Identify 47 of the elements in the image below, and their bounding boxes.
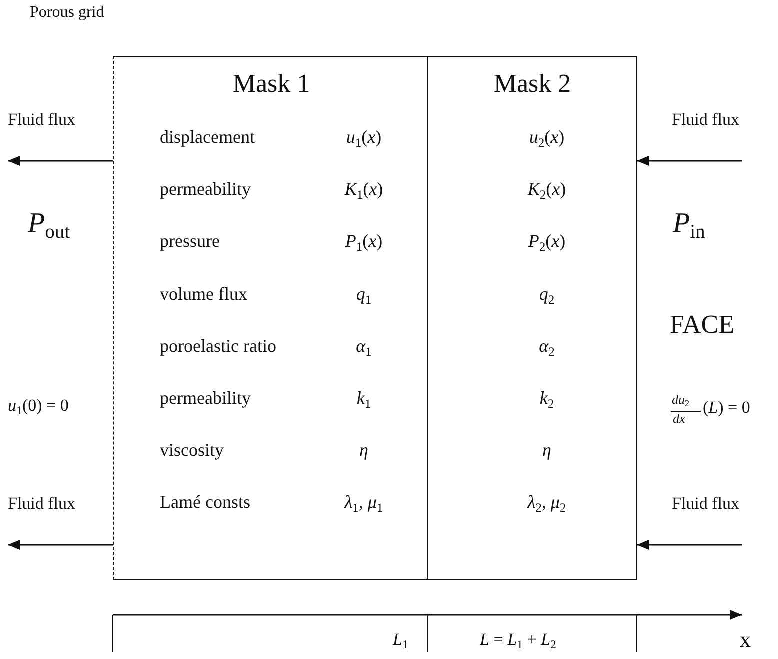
property-symbol: η <box>542 440 552 461</box>
flux-label: Fluid flux <box>672 494 740 514</box>
property-symbol: q$_{1}$ <box>356 284 372 304</box>
property-name: displacement <box>160 127 255 148</box>
boundary-condition: (L) = 0 <box>703 398 750 418</box>
face-label: FACE <box>670 310 735 340</box>
flux-label: Fluid flux <box>8 110 76 130</box>
fraction-denominator: dx <box>673 412 686 427</box>
property-symbol: K$_{1}$(x) <box>344 179 384 200</box>
axis-label: x <box>740 627 751 652</box>
property-name: pressure <box>160 231 220 252</box>
property-symbol: u$_{2}$(x) <box>529 127 565 148</box>
flux-arrow <box>637 156 742 166</box>
region-heading: Mask 2 <box>494 69 572 99</box>
property-name: Lamé consts <box>160 492 250 514</box>
fraction-numerator: du$_{2}$ <box>672 393 690 408</box>
region-heading: Mask 1 <box>232 69 310 99</box>
property-symbol: K$_{2}$(x) <box>528 179 566 200</box>
flux-label: Fluid flux <box>672 110 740 130</box>
mask-region <box>428 56 637 580</box>
property-name: poroelastic ratio <box>160 336 276 356</box>
property-symbol: η <box>360 440 368 461</box>
pressure-label: P$_{out}$ <box>28 208 70 240</box>
property-symbol: u$_{1}$(x) <box>346 127 382 148</box>
boundary-condition: u$_{1}$(0) = 0 <box>8 396 69 416</box>
property-symbol: k$_{1}$ <box>356 388 372 409</box>
length-label: L$_{1}$ <box>393 630 408 650</box>
flux-arrow <box>8 540 113 550</box>
flux-arrow <box>8 156 113 166</box>
pressure-label: P$_{in}$ <box>673 208 706 240</box>
property-name: viscosity <box>160 440 224 461</box>
property-name: permeability <box>160 179 251 200</box>
property-symbol: λ$_{2}$, μ$_{2}$ <box>528 492 566 514</box>
length-label: L = L$_{1}$ + L$_{2}$ <box>480 630 556 650</box>
flux-label: Fluid flux <box>8 494 76 514</box>
property-symbol: P$_{2}$(x) <box>528 231 566 252</box>
annotation: Porous grid <box>30 4 104 22</box>
flux-arrow <box>637 540 742 550</box>
property-symbol: P$_{1}$(x) <box>345 231 383 252</box>
mask-region <box>113 56 428 580</box>
property-symbol: α$_{1}$ <box>356 336 372 356</box>
property-symbol: q$_{2}$ <box>539 284 555 304</box>
property-symbol: α$_{2}$ <box>539 336 555 356</box>
property-name: permeability <box>160 388 251 409</box>
property-symbol: k$_{2}$ <box>540 388 554 409</box>
property-symbol: λ$_{1}$, μ$_{1}$ <box>344 492 384 514</box>
property-name: volume flux <box>160 284 248 304</box>
